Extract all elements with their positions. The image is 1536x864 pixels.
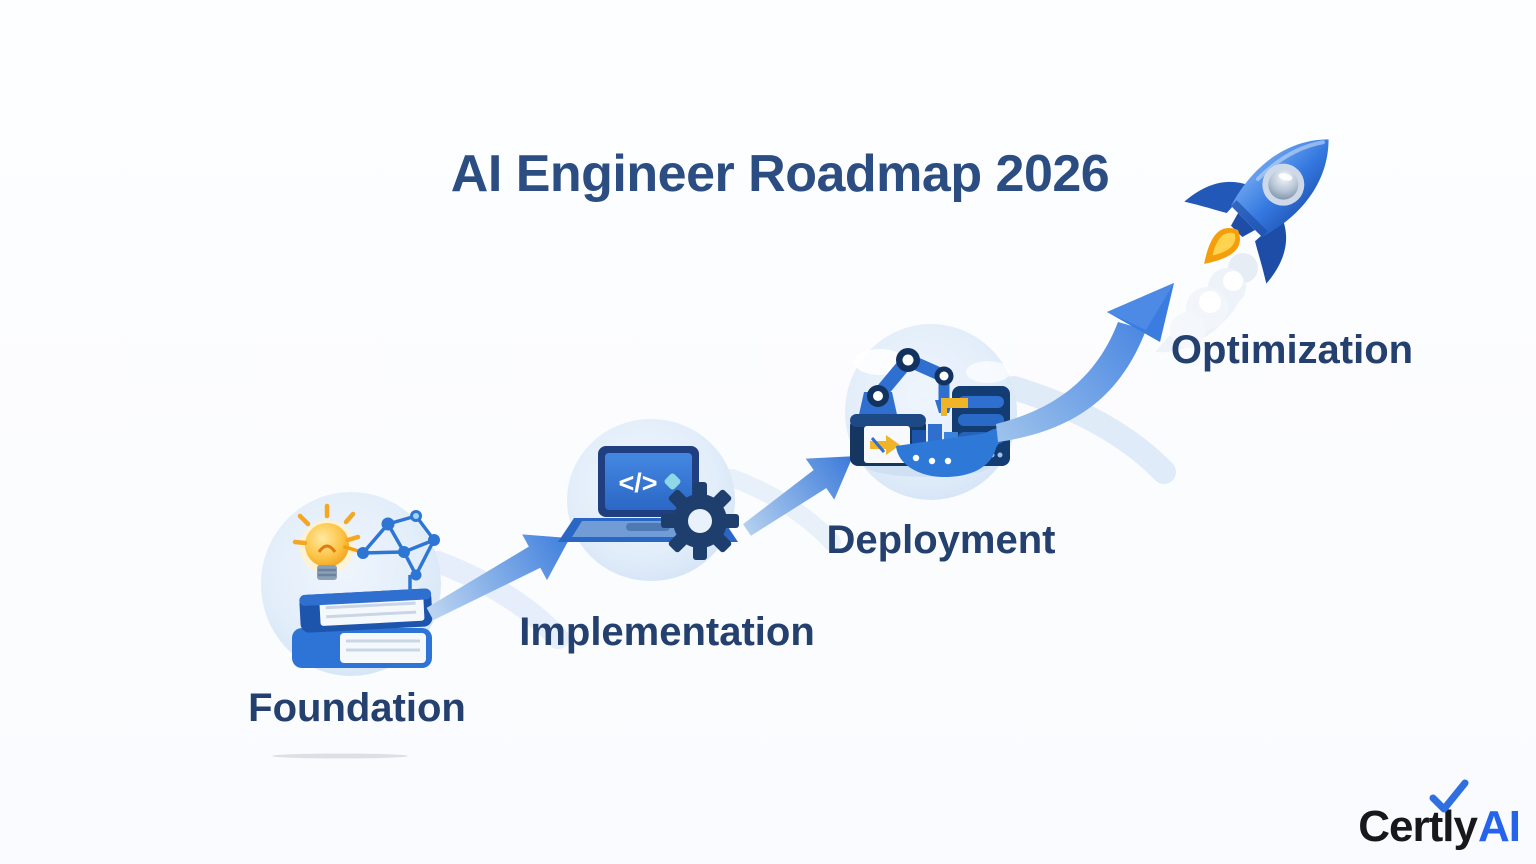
stage-label-deployment: Deployment: [826, 518, 1056, 562]
stage-label-implementation: Implementation: [519, 610, 815, 654]
page-title: AI Engineer Roadmap 2026: [450, 145, 1110, 203]
rocket-icon: [1184, 139, 1329, 284]
lightbulb-icon: [292, 503, 361, 580]
code-icon: </>: [618, 468, 657, 498]
stage-label-optimization: Optimization: [1170, 328, 1414, 372]
books-icon: [292, 588, 433, 668]
neural-network-icon: [343, 510, 440, 592]
whale-ship-icon: [896, 424, 1014, 478]
foundation-icon: [261, 492, 441, 676]
rocket-flame-icon: [1204, 228, 1240, 264]
implementation-icon: </>: [558, 419, 739, 581]
arrow-foundation-to-implementation: [426, 534, 570, 621]
gear-icon: [661, 482, 739, 560]
checkmark-icon: [1429, 779, 1469, 813]
stage-label-foundation: Foundation: [248, 686, 466, 730]
deployment-icon: [845, 324, 1017, 500]
certlyai-logo: Certly AI: [1358, 779, 1521, 852]
foundation-shadow: [272, 753, 408, 759]
rocket-smoke: [1155, 253, 1258, 353]
arrow-deployment-to-optimization: [996, 283, 1174, 442]
logo-text-blue: AI: [1478, 802, 1521, 851]
arrow-implementation-to-deployment: [742, 456, 853, 536]
logo-text-black: Certly: [1358, 802, 1478, 851]
